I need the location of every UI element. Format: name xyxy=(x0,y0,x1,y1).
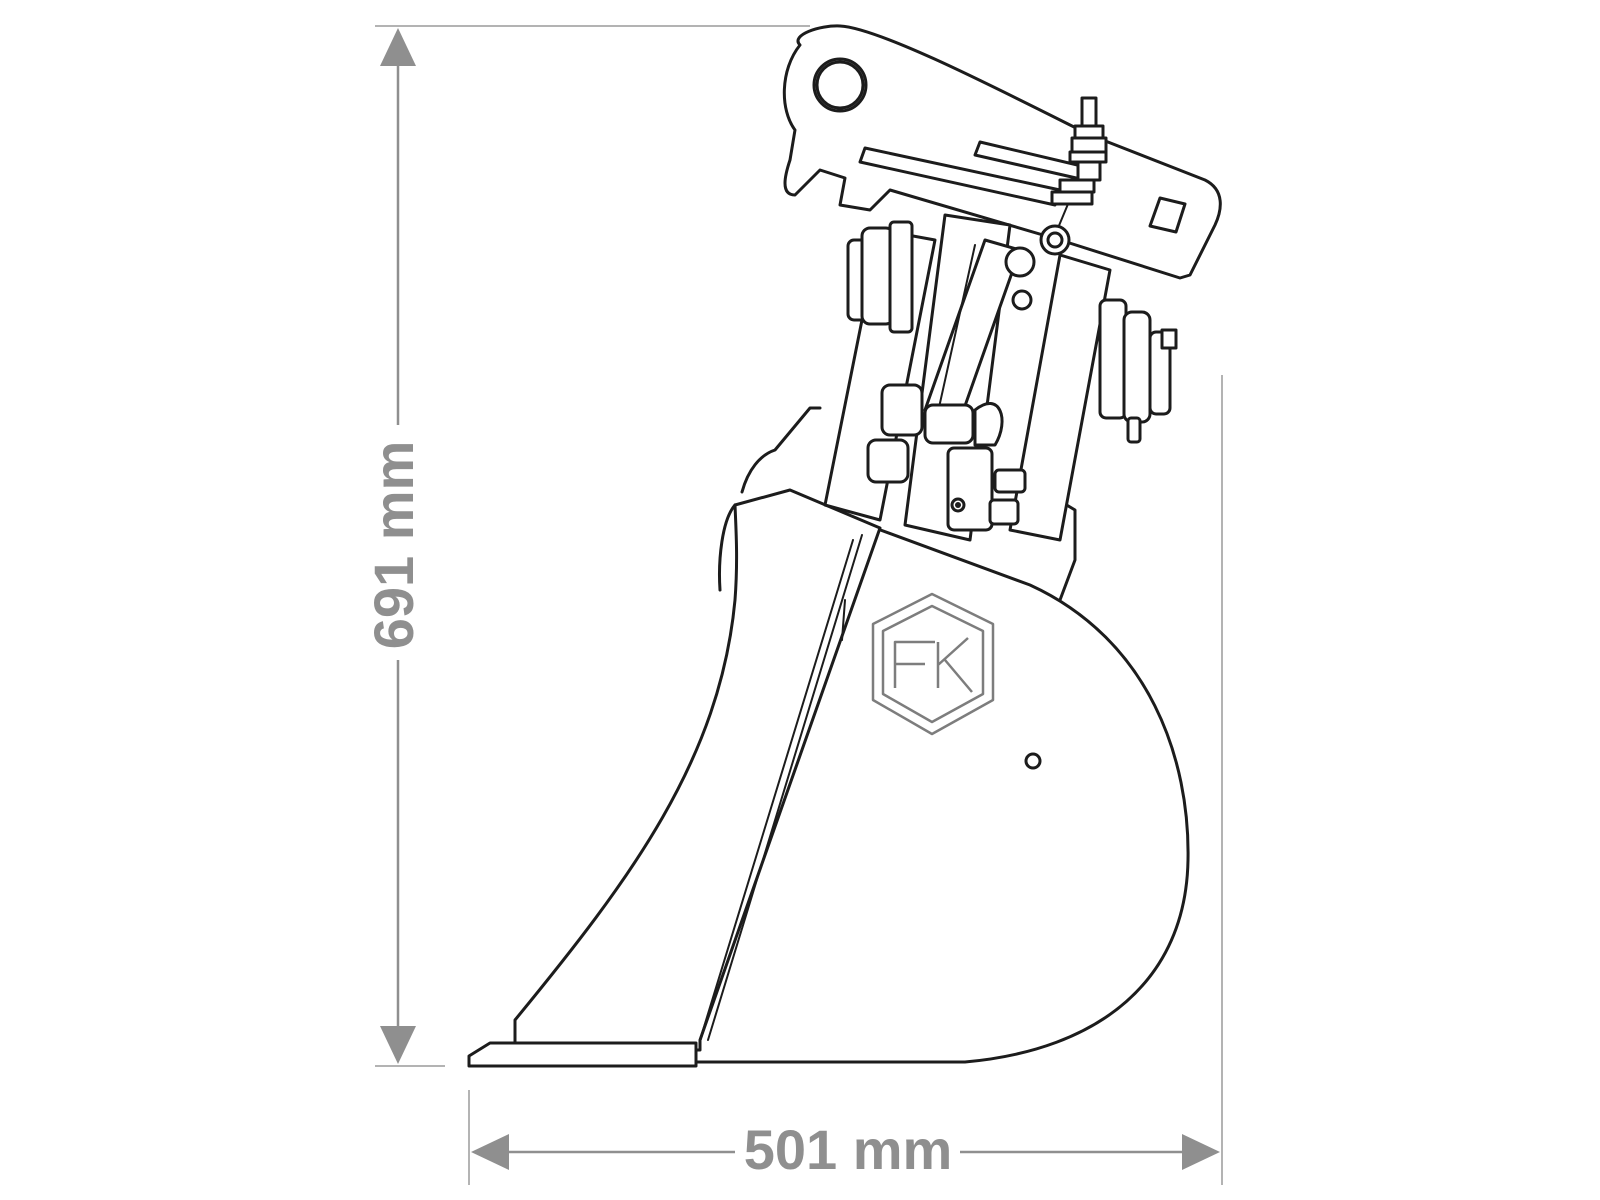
width-label: 501 mm xyxy=(744,1118,953,1181)
right-hub-plate-3 xyxy=(1148,330,1172,416)
height-dimension: 691 mm xyxy=(362,25,810,1067)
width-arrow-left xyxy=(471,1134,509,1170)
cutting-edge xyxy=(467,1041,698,1068)
valve-fitting-5 xyxy=(988,498,1020,526)
bucket-back-plate xyxy=(513,488,882,1052)
right-hub-nipple-bottom xyxy=(1126,416,1142,444)
logo-hexagon-inner xyxy=(881,604,985,724)
logo-letter-k xyxy=(936,637,973,693)
bolt-head xyxy=(1080,96,1098,128)
valve-fitting-3 xyxy=(866,438,910,484)
bolt-nut-1 xyxy=(1073,124,1105,140)
bolt-eye-inner xyxy=(1046,231,1064,249)
bucket-seam-1 xyxy=(707,534,863,1041)
valve-body xyxy=(946,446,994,532)
valve-fitting-2 xyxy=(923,403,975,445)
width-arrow-right xyxy=(1182,1134,1220,1170)
logo-letter-f xyxy=(893,640,935,688)
valve-fitting-1 xyxy=(880,383,924,437)
bolt-nut-4 xyxy=(1058,178,1096,194)
height-label: 691 mm xyxy=(362,441,425,650)
height-arrow-top xyxy=(380,28,416,66)
bucket-body xyxy=(467,406,1190,1068)
brand-logo xyxy=(871,592,995,736)
right-hub-nipple-top xyxy=(1160,328,1178,350)
height-arrow-bottom xyxy=(380,1026,416,1064)
cylinder-top-eye xyxy=(1004,246,1036,278)
adjust-bolt xyxy=(1039,96,1108,256)
right-hub xyxy=(1098,298,1178,444)
cylinder-pin xyxy=(1011,289,1033,311)
bolt-rod xyxy=(1057,203,1069,229)
coupler-pin-hole xyxy=(812,57,868,113)
right-hub-plate-1 xyxy=(1098,298,1128,420)
left-hub xyxy=(846,220,914,334)
width-dimension: 501 mm xyxy=(468,375,1223,1185)
bolt-eye xyxy=(1039,224,1071,256)
bucket-shell xyxy=(688,526,1190,1064)
bolt-nut-2 xyxy=(1070,136,1108,154)
bucket-hole xyxy=(1024,752,1042,770)
coupler-window xyxy=(1148,196,1187,234)
left-hub-plate-3 xyxy=(888,220,914,334)
valve-fitting-4 xyxy=(993,468,1027,494)
coupler-pin-hole-inner xyxy=(815,60,865,110)
cylinder-rod-line xyxy=(937,244,976,413)
bucket-seam-2 xyxy=(699,539,854,1041)
bucket-front-edge xyxy=(718,503,737,592)
right-hub-plate-2 xyxy=(1122,310,1152,424)
logo-hexagon xyxy=(871,592,995,736)
quick-coupler xyxy=(782,24,1222,542)
bolt-nut-5 xyxy=(1050,190,1094,206)
bolt-shaft xyxy=(1076,160,1102,182)
valve-hose xyxy=(973,402,1004,447)
tilt-frame-right xyxy=(1008,253,1112,542)
bucket-upper-lip xyxy=(740,406,822,494)
valve-block xyxy=(866,383,1027,532)
bucket-seam-3 xyxy=(841,599,846,641)
valve-screw-dot xyxy=(955,502,961,508)
